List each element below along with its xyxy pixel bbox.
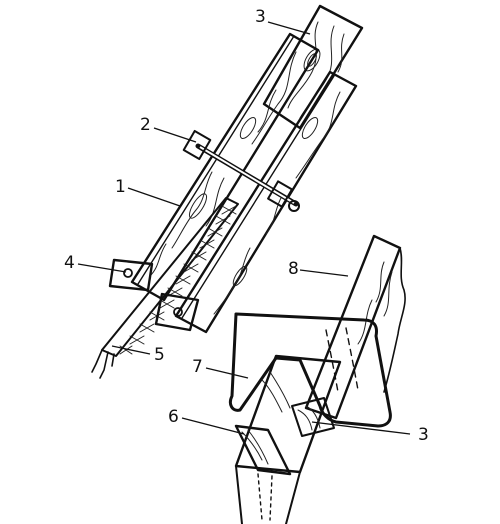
bolt-assembly — [182, 129, 300, 212]
callout-2: 2 — [140, 115, 151, 135]
callout-1: 1 — [115, 177, 126, 197]
metal-plate — [228, 312, 392, 428]
callout-3-bottom: 3 — [418, 425, 429, 445]
wooden-beam — [304, 234, 406, 420]
right-slat — [174, 70, 358, 334]
clamp-bracket — [108, 258, 200, 332]
clamp-assembly — [91, 4, 364, 379]
braided-cable — [91, 197, 239, 379]
callout-3-top: 3 — [255, 7, 266, 27]
rail-holder-assembly — [228, 234, 406, 524]
bracket-hole-lower — [173, 307, 183, 317]
bolt-tip — [288, 200, 300, 212]
bracket-hole — [123, 268, 133, 278]
inner-wedge — [291, 397, 335, 437]
callout-7: 7 — [192, 357, 203, 377]
callout-5: 5 — [154, 345, 165, 365]
callout-4: 4 — [64, 253, 75, 273]
left-slat — [130, 32, 320, 302]
callout-6: 6 — [168, 407, 179, 427]
callout-labels: 3 2 1 4 5 6 7 8 3 — [64, 7, 429, 445]
channel-section — [234, 354, 342, 524]
callout-8: 8 — [288, 259, 299, 279]
bolt-head — [182, 129, 212, 161]
leader-lines — [77, 21, 411, 435]
nut — [267, 180, 293, 208]
